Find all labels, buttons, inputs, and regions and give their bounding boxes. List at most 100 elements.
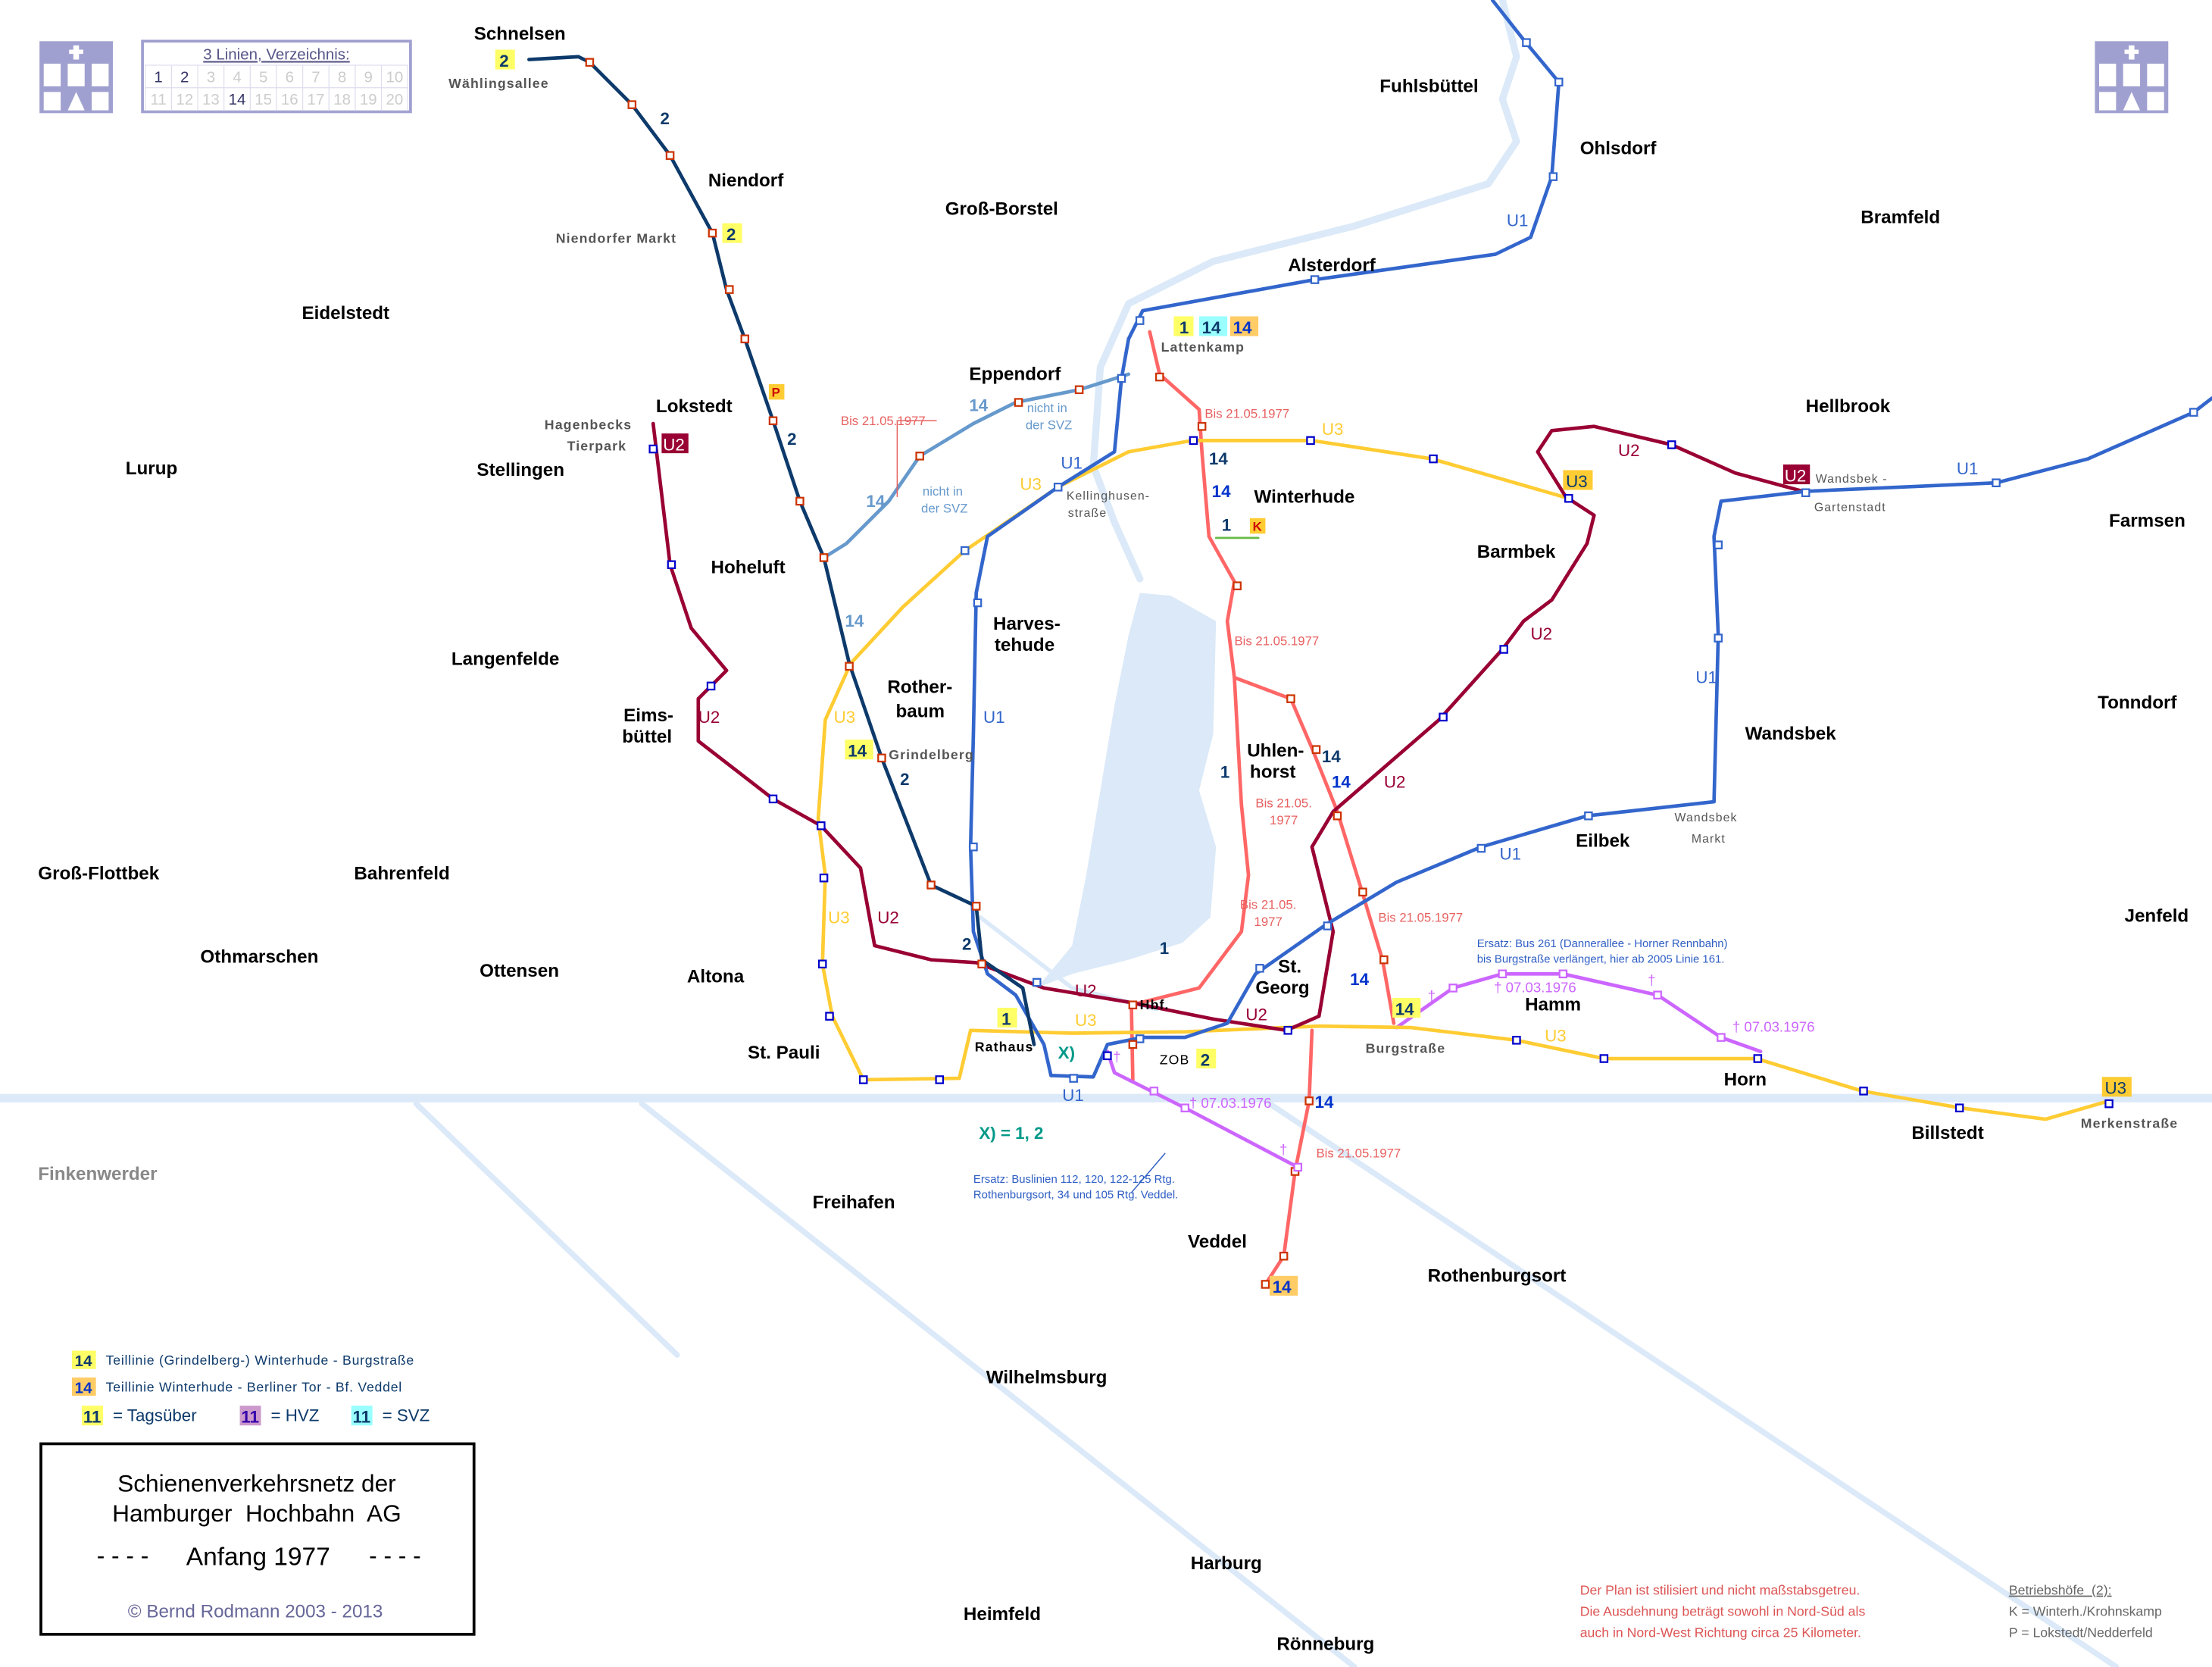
station-marker[interactable] (1135, 316, 1145, 325)
station-marker[interactable] (1197, 421, 1207, 431)
line-u3 (816, 439, 2111, 1121)
line-index-number-2[interactable]: 2 (180, 68, 189, 86)
station-marker[interactable] (1233, 581, 1242, 590)
line-index-number-1[interactable]: 1 (154, 68, 162, 86)
station-marker[interactable] (665, 151, 675, 160)
station-marker[interactable] (1189, 436, 1198, 446)
station-marker[interactable] (740, 334, 750, 344)
station-marker[interactable] (1358, 887, 1367, 897)
station-marker[interactable] (1599, 1054, 1609, 1063)
station-marker[interactable] (1584, 811, 1593, 821)
station-marker[interactable] (845, 661, 854, 671)
station-marker[interactable] (1522, 38, 1531, 47)
station-marker[interactable] (1753, 1054, 1763, 1063)
u3-label: U3 (1075, 1011, 1097, 1030)
station-marker[interactable] (1306, 436, 1315, 446)
station-marker[interactable] (1653, 990, 1662, 1000)
station-marker[interactable] (1283, 1026, 1293, 1035)
station-marker[interactable] (1954, 1103, 1964, 1112)
district-label: Georg (1255, 977, 1309, 998)
station-marker[interactable] (819, 873, 829, 883)
station-marker[interactable] (1103, 1051, 1112, 1061)
station-marker[interactable] (1714, 540, 1723, 549)
station-marker[interactable] (1333, 811, 1342, 821)
line-2-badge: 2 (1201, 1050, 1210, 1069)
station-marker[interactable] (1498, 969, 1507, 979)
station-marker[interactable] (795, 496, 805, 506)
station-marker[interactable] (1311, 745, 1321, 754)
station-marker[interactable] (1429, 454, 1438, 464)
station-marker[interactable] (1859, 1087, 1868, 1096)
station-marker[interactable] (977, 959, 986, 969)
station-marker[interactable] (1279, 1251, 1289, 1261)
line-index-number-14[interactable]: 14 (229, 91, 246, 108)
station-marker[interactable] (725, 285, 734, 294)
station-marker[interactable] (1667, 440, 1676, 449)
station-marker[interactable] (1135, 1034, 1145, 1043)
station-marker[interactable] (1439, 712, 1448, 722)
svz-note: der SVZ (1026, 418, 1072, 432)
station-marker[interactable] (1032, 977, 1042, 987)
station-marker[interactable] (1801, 488, 1811, 498)
station-marker[interactable] (1149, 1087, 1159, 1096)
station-marker[interactable] (1304, 1096, 1314, 1106)
station-marker[interactable] (627, 100, 637, 109)
station-marker[interactable] (1261, 1280, 1270, 1289)
station-marker[interactable] (926, 880, 936, 890)
station-marker[interactable] (1310, 275, 1320, 284)
station-marker[interactable] (935, 1075, 945, 1084)
station-marker[interactable] (817, 821, 826, 830)
station-marker[interactable] (667, 560, 676, 570)
station-marker[interactable] (1548, 172, 1558, 181)
station-marker[interactable] (961, 546, 970, 555)
station-marker[interactable] (1564, 493, 1573, 503)
station-marker[interactable] (585, 58, 595, 67)
district-label: Alsterdorf (1288, 255, 1376, 276)
station-marker[interactable] (1255, 964, 1264, 973)
station-marker[interactable] (708, 228, 717, 238)
station-marker[interactable] (971, 902, 981, 911)
station-marker[interactable] (915, 452, 924, 461)
station-marker[interactable] (1558, 969, 1568, 979)
station-marker[interactable] (1180, 1103, 1190, 1112)
station-marker[interactable] (819, 553, 829, 562)
station-marker[interactable] (2104, 1099, 2114, 1109)
station-marker[interactable] (1499, 645, 1508, 654)
u1-label: U1 (1500, 844, 1522, 863)
station-marker[interactable] (1448, 984, 1457, 993)
district-label: Hoheluft (711, 557, 786, 577)
station-marker[interactable] (1286, 694, 1295, 703)
station-marker[interactable] (877, 753, 886, 763)
line-1-badge: 1 (1179, 318, 1189, 337)
station-marker[interactable] (706, 681, 716, 691)
station-marker[interactable] (768, 794, 778, 804)
line-index-number-15: 15 (255, 91, 272, 108)
station-marker[interactable] (1154, 372, 1164, 382)
station-marker[interactable] (1714, 633, 1723, 643)
station-marker[interactable] (973, 598, 983, 608)
station-marker[interactable] (1128, 1040, 1138, 1049)
station-marker[interactable] (817, 959, 827, 969)
station-marker[interactable] (2189, 408, 2198, 417)
station-marker[interactable] (1512, 1036, 1521, 1045)
station-marker[interactable] (969, 842, 978, 852)
station-marker[interactable] (648, 444, 658, 454)
station-marker[interactable] (1128, 1000, 1138, 1010)
station-marker[interactable] (1717, 1033, 1726, 1042)
station-marker[interactable] (1053, 483, 1063, 492)
station-marker[interactable] (1323, 921, 1333, 930)
station-marker[interactable] (1074, 385, 1084, 395)
station-marker[interactable] (1554, 77, 1564, 87)
station-marker[interactable] (1992, 478, 2001, 488)
station-marker[interactable] (858, 1075, 868, 1084)
station-marker[interactable] (1476, 843, 1486, 853)
closure-note: 1977 (1270, 813, 1298, 827)
station-marker[interactable] (1014, 398, 1023, 407)
station-marker[interactable] (768, 416, 778, 426)
line-index-title[interactable]: 3 Linien, Verzeichnis: (203, 46, 349, 64)
station-marker[interactable] (1069, 1074, 1078, 1083)
station-marker[interactable] (1117, 374, 1126, 383)
station-marker[interactable] (1293, 1162, 1303, 1172)
station-marker[interactable] (825, 1012, 834, 1021)
station-marker[interactable] (1379, 955, 1389, 965)
